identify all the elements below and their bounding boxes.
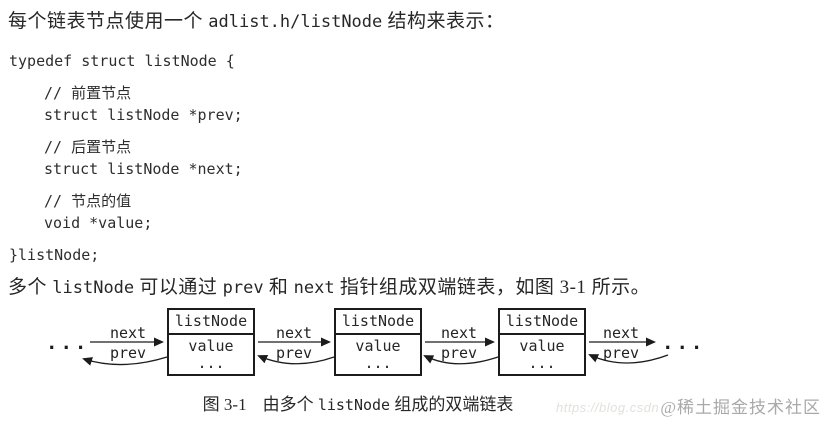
node-value: value — [355, 337, 401, 355]
body-paragraph: 多个 listNode 可以通过 prev 和 next 指针组成双端链表，如图… — [8, 275, 827, 301]
ellipsis-left: ... — [46, 332, 90, 354]
prev-arrow — [588, 354, 669, 364]
paragraph-code-next: next — [293, 278, 335, 298]
paragraph-text: 多个 — [8, 277, 53, 298]
watermark-community: @稀土掘金技术社区 — [660, 398, 821, 417]
node-title: listNode — [169, 310, 253, 335]
caption-text: 组成的双端链表 — [390, 395, 514, 414]
figure-caption: 图 3-1 由多个 listNode 组成的双端链表 — [0, 390, 716, 415]
code-line-next: struct listNode *next; — [44, 160, 243, 178]
paragraph-code-prev: prev — [222, 278, 264, 298]
caption-text: 由多个 — [262, 395, 318, 414]
node-more: ... — [364, 354, 392, 372]
diagram-arrows — [82, 337, 669, 366]
code-line-comment-next: // 后置节点 — [44, 138, 132, 156]
node-title: listNode — [336, 310, 420, 335]
node-more: ... — [197, 354, 225, 372]
code-line-closing: }listNode; — [9, 246, 100, 264]
code-line-comment-prev: // 前置节点 — [44, 84, 132, 102]
next-label: next — [602, 324, 640, 342]
code-line-value: void *value; — [44, 214, 153, 232]
linked-list-diagram: ... ... listNode value ... listNode valu… — [0, 302, 827, 387]
intro-text-prefix: 每个链表节点使用一个 — [8, 11, 209, 32]
caption-row: 图 3-1 由多个 listNode 组成的双端链表 https://blog.c… — [0, 387, 827, 424]
paragraph-text: 和 — [263, 277, 294, 298]
node-more: ... — [528, 354, 556, 372]
code-line-prev: struct listNode *prev; — [44, 106, 243, 124]
next-label: next — [440, 324, 478, 342]
code-line-comment-value: // 节点的值 — [44, 192, 132, 210]
list-node-box: listNode value ... — [498, 308, 586, 376]
node-body: value ... — [169, 335, 253, 372]
prev-arrow — [423, 355, 499, 365]
intro-text-suffix: 结构来表示： — [382, 11, 505, 32]
list-node-box: listNode value ... — [167, 308, 255, 376]
list-node-box: listNode value ... — [334, 308, 422, 376]
watermark-url: https://blog.csdn — [556, 400, 660, 415]
prev-arrow — [257, 355, 335, 365]
next-label: next — [275, 324, 313, 342]
prev-label: prev — [440, 344, 478, 362]
node-body: value ... — [500, 335, 584, 372]
prev-label: prev — [275, 344, 313, 362]
code-block: typedef struct listNode { // 前置节点 struct… — [9, 50, 827, 266]
node-title: listNode — [500, 310, 584, 335]
paragraph-text: 指针组成双端链表，如图 3-1 所示。 — [334, 277, 651, 298]
code-line-typedef: typedef struct listNode { — [9, 52, 235, 70]
prev-arrow — [82, 356, 168, 366]
ellipsis-right: ... — [662, 332, 706, 354]
prev-label: prev — [602, 344, 640, 362]
paragraph-code-listnode: listNode — [52, 278, 135, 298]
figure-label: 图 3-1 — [202, 395, 247, 414]
node-body: value ... — [336, 335, 420, 372]
paragraph-text: 可以通过 — [134, 277, 223, 298]
next-label: next — [109, 324, 147, 342]
intro-paragraph: 每个链表节点使用一个 adlist.h/listNode 结构来表示： — [8, 0, 827, 35]
node-value: value — [188, 337, 234, 355]
intro-inline-code: adlist.h/listNode — [208, 12, 383, 32]
prev-label: prev — [109, 344, 147, 362]
node-value: value — [519, 337, 565, 355]
caption-code: listNode — [317, 396, 391, 414]
